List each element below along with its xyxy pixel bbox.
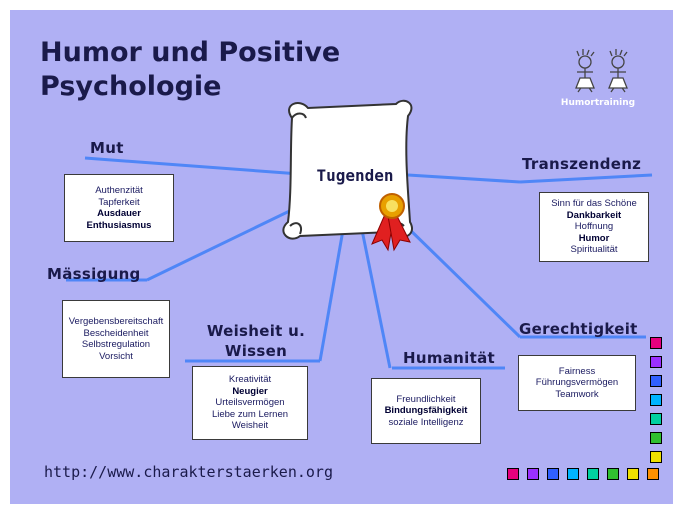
- category-maessigung-box: Vergebensbereitschaft Bescheidenheit Sel…: [62, 300, 170, 378]
- decor-square: [567, 468, 579, 480]
- line-transzendenz-underline: [519, 173, 653, 184]
- line-transzendenz: [407, 173, 521, 184]
- category-humanitaet-box: Freundlichkeit Bindungsfähigkeit soziale…: [371, 378, 481, 444]
- mut-item: Authenzität: [95, 185, 143, 196]
- weisheit-item: Liebe zum Lernen: [211, 408, 289, 420]
- weisheit-item: Urteilsvermögen: [215, 397, 285, 409]
- weisheit-label-line-2: Wissen: [224, 342, 288, 360]
- decor-square: [650, 394, 662, 406]
- decor-square: [607, 468, 619, 480]
- category-mut-label: Mut: [90, 139, 124, 157]
- transzendenz-item: Hoffnung: [574, 221, 614, 233]
- humanitaet-item: Bindungsfähigkeit: [384, 405, 468, 417]
- title-line-2: Psychologie: [40, 71, 222, 102]
- footer-url: http://www.charakterstaerken.org: [44, 463, 333, 481]
- gerechtigkeit-item: Führungsvermögen: [535, 377, 619, 389]
- transzendenz-item: Humor: [578, 232, 610, 244]
- decor-square: [650, 375, 662, 387]
- maessigung-item: Bescheidenheit: [83, 327, 149, 339]
- maessigung-item: Selbstregulation: [81, 339, 151, 350]
- decor-square: [507, 468, 519, 480]
- category-transzendenz-label: Transzendenz: [522, 155, 642, 173]
- decor-square: [527, 468, 539, 480]
- transzendenz-item: Spiritualität: [570, 244, 618, 256]
- logo-background: [560, 40, 642, 100]
- decor-square: [627, 468, 639, 480]
- weisheit-item: Neugier: [232, 385, 268, 397]
- category-transzendenz-box: Sinn für das Schöne Dankbarkeit Hoffnung…: [539, 192, 649, 262]
- mut-item: Enthusiasmus: [86, 219, 152, 231]
- maessigung-item: Vorsicht: [99, 350, 133, 362]
- center-node-label: Tugenden: [316, 166, 394, 185]
- transzendenz-item: Dankbarkeit: [566, 209, 622, 221]
- category-gerechtigkeit-box: Fairness Führungsvermögen Teamwork: [518, 355, 636, 411]
- transzendenz-item: Sinn für das Schöne: [551, 198, 637, 210]
- decor-square: [587, 468, 599, 480]
- decor-square: [650, 356, 662, 368]
- category-humanitaet-label: Humanität: [403, 349, 495, 367]
- category-mut-box: Authenzität Tapferkeit Ausdauer Enthusia…: [64, 174, 174, 242]
- decor-square: [650, 451, 662, 463]
- line-humanitaet: [360, 229, 392, 369]
- gerechtigkeit-item: Fairness: [558, 365, 596, 377]
- title-line-1: Humor und Positive: [40, 37, 341, 68]
- maessigung-item: Vergebensbereitschaft: [68, 316, 164, 327]
- gerechtigkeit-item: Teamwork: [555, 388, 599, 400]
- decor-square: [650, 413, 662, 425]
- humortraining-logo-icon: [575, 49, 628, 93]
- page-title: Humor und Positive Psychologie: [40, 36, 340, 104]
- decor-square: [647, 468, 659, 480]
- mut-item: Tapferkeit: [98, 196, 140, 208]
- line-mut: [84, 156, 301, 176]
- mut-item: Ausdauer: [97, 208, 141, 219]
- seal-ribbon-icon: [371, 193, 411, 252]
- category-maessigung-label: Mässigung: [47, 265, 141, 283]
- humanitaet-item: soziale Intelligenz: [388, 416, 464, 428]
- category-weisheit-box: Kreativität Neugier Urteilsvermögen Lieb…: [192, 366, 308, 440]
- weisheit-label-line-1: Weisheit u.: [206, 322, 306, 340]
- humanitaet-item: Freundlichkeit: [396, 393, 456, 405]
- logo-caption: Humortraining: [560, 98, 636, 108]
- weisheit-item: Weisheit: [231, 420, 269, 432]
- line-gerechtigkeit: [403, 223, 522, 339]
- line-maessigung: [146, 203, 303, 282]
- decor-square: [547, 468, 559, 480]
- weisheit-item: Kreativität: [228, 374, 272, 386]
- line-weisheit: [318, 229, 345, 362]
- decor-square: [650, 337, 662, 349]
- category-weisheit-label: Weisheit u. Wissen: [200, 321, 312, 361]
- category-gerechtigkeit-label: Gerechtigkeit: [519, 320, 638, 338]
- decor-square: [650, 432, 662, 444]
